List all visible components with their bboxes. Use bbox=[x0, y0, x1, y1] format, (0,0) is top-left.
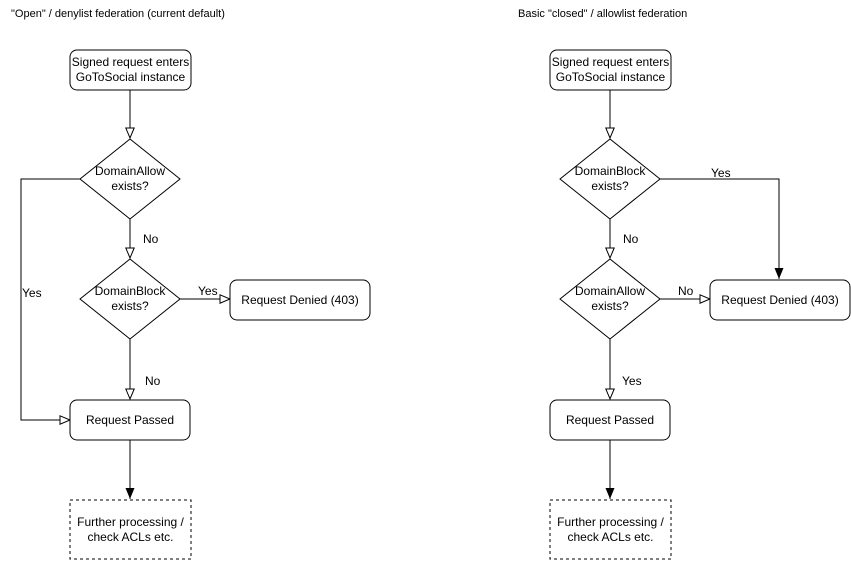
left-flowchart-shapes bbox=[20, 49, 371, 560]
left-decision2-node bbox=[79, 258, 181, 340]
right-denied-node bbox=[709, 279, 851, 321]
right-flowchart-shapes bbox=[549, 49, 851, 560]
left-denied-node bbox=[229, 279, 371, 321]
left-chart-title: "Open" / denylist federation (current de… bbox=[11, 8, 225, 20]
right-start-node bbox=[549, 49, 672, 91]
left-edge-decision1-yes-loop bbox=[20, 178, 80, 425]
right-decision1-node bbox=[559, 138, 661, 220]
right-chart-title: Basic "closed" / allowlist federation bbox=[518, 8, 688, 20]
right-further-node bbox=[549, 499, 672, 560]
left-decision1-node bbox=[79, 138, 181, 220]
left-start-node bbox=[69, 49, 192, 91]
right-decision2-node bbox=[559, 258, 661, 340]
right-passed-node bbox=[549, 399, 671, 441]
right-edge-decision1-yes bbox=[660, 178, 784, 279]
left-further-node bbox=[69, 499, 192, 560]
left-passed-node bbox=[69, 399, 191, 441]
